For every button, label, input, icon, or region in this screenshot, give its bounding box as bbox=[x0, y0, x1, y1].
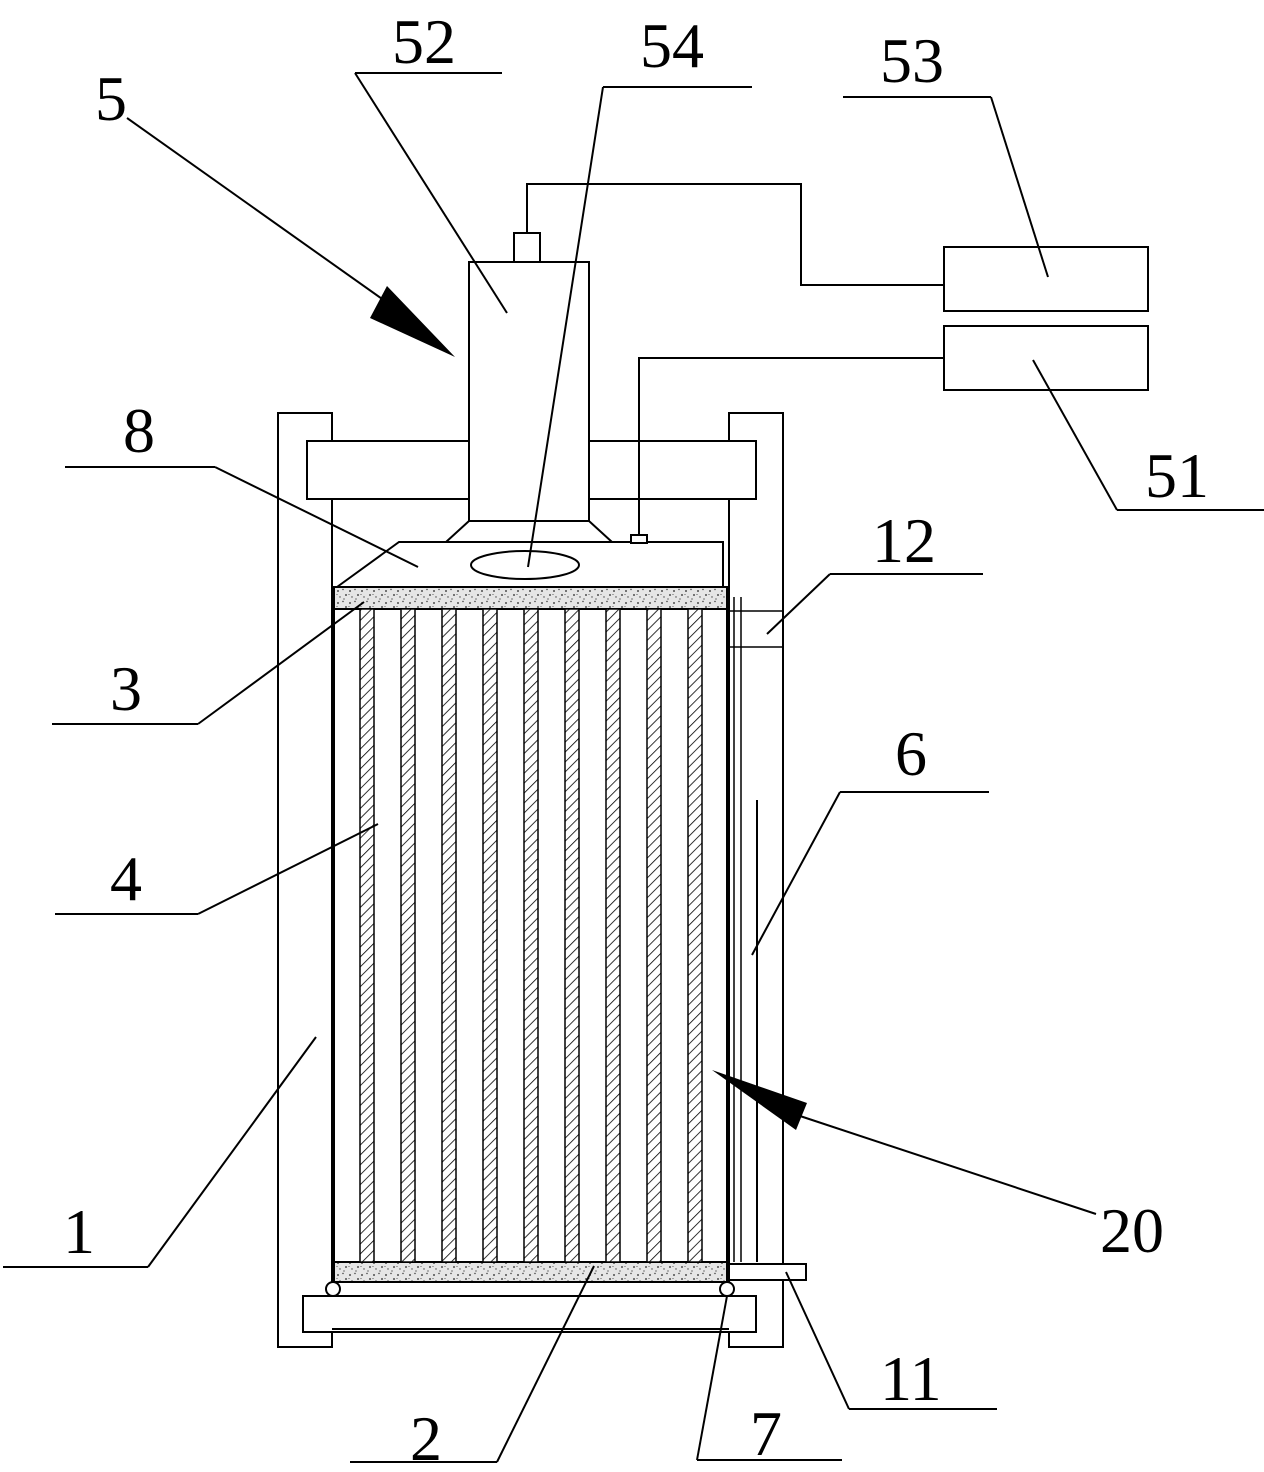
cylinder-top-connector bbox=[513, 232, 541, 263]
leader-4 bbox=[197, 823, 379, 915]
rod bbox=[564, 608, 580, 1263]
leader-54 bbox=[527, 86, 604, 568]
rod-array bbox=[359, 608, 703, 1263]
label-12: 12 bbox=[872, 505, 936, 576]
label-5: 5 bbox=[95, 63, 127, 134]
column bbox=[468, 232, 590, 522]
rod bbox=[400, 608, 416, 1263]
label-53: 53 bbox=[880, 25, 944, 96]
rod bbox=[523, 608, 539, 1263]
observation-window bbox=[470, 550, 580, 580]
leader-11 bbox=[785, 1271, 850, 1410]
leader-lines bbox=[3, 72, 1264, 1463]
sensor-port bbox=[630, 534, 648, 544]
leader-8 bbox=[214, 466, 419, 568]
frame-left-post bbox=[277, 412, 333, 1348]
label-7: 7 bbox=[750, 1398, 782, 1469]
label-51: 51 bbox=[1145, 440, 1209, 511]
rod bbox=[441, 608, 457, 1263]
label-11: 11 bbox=[880, 1343, 942, 1414]
bottom-porous-plate bbox=[333, 1261, 728, 1283]
label-54: 54 bbox=[640, 10, 704, 81]
arrow-5-head bbox=[370, 286, 455, 357]
label-20: 20 bbox=[1100, 1195, 1164, 1266]
wire-to-51 bbox=[638, 357, 944, 535]
roller-right bbox=[719, 1281, 735, 1297]
top-porous-plate bbox=[333, 586, 728, 610]
leader-12 bbox=[766, 573, 831, 635]
rod bbox=[605, 608, 621, 1263]
rod bbox=[646, 608, 662, 1263]
label-2: 2 bbox=[410, 1403, 442, 1472]
reference-numerals: 5 52 54 53 51 8 12 3 6 4 20 1 11 2 7 bbox=[63, 6, 1209, 1472]
leader-51 bbox=[1032, 359, 1118, 511]
label-52: 52 bbox=[392, 6, 456, 77]
wire-to-53 bbox=[526, 183, 944, 286]
label-4: 4 bbox=[110, 843, 142, 914]
hood bbox=[333, 520, 724, 588]
hood-neck bbox=[443, 520, 615, 543]
cylinder-body bbox=[468, 261, 590, 522]
rod bbox=[482, 608, 498, 1263]
label-8: 8 bbox=[123, 395, 155, 466]
roller-left bbox=[325, 1281, 341, 1297]
controller-box-51 bbox=[943, 325, 1149, 391]
rod bbox=[359, 608, 375, 1263]
controller-box-53 bbox=[943, 246, 1149, 312]
support-plate bbox=[728, 1263, 807, 1281]
leader-7 bbox=[696, 1295, 728, 1461]
leader-20 bbox=[799, 1115, 1097, 1215]
leader-5 bbox=[126, 117, 393, 307]
control-units bbox=[526, 183, 1149, 535]
label-3: 3 bbox=[110, 653, 142, 724]
label-6: 6 bbox=[895, 718, 927, 789]
leader-52 bbox=[354, 72, 508, 314]
leader-3 bbox=[197, 601, 365, 725]
arrow-20-head bbox=[712, 1070, 807, 1130]
label-1: 1 bbox=[63, 1196, 95, 1267]
leader-53 bbox=[990, 96, 1049, 278]
frame-base bbox=[302, 1295, 757, 1333]
leader-6 bbox=[751, 791, 841, 956]
leader-1 bbox=[147, 1036, 317, 1268]
rod bbox=[687, 608, 703, 1263]
leader-2 bbox=[496, 1265, 595, 1463]
